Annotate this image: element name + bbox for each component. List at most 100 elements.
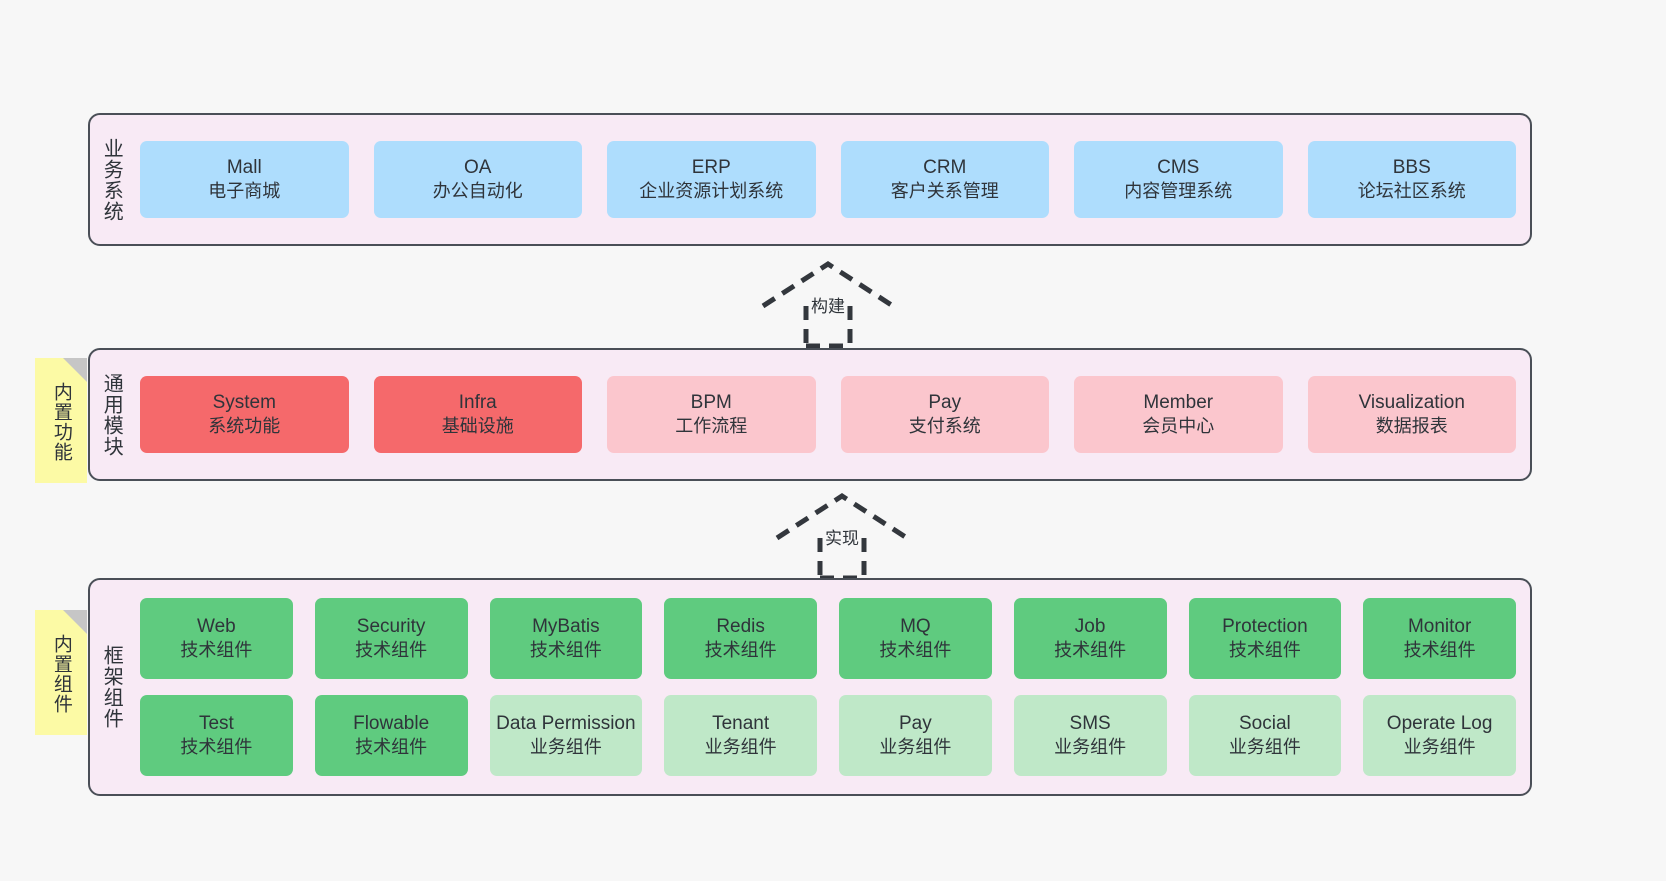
- card-subtitle: 技术组件: [704, 640, 777, 661]
- card-cms[interactable]: CMS 内容管理系统: [1074, 141, 1283, 218]
- card-title: Tenant: [712, 712, 770, 734]
- card-mybatis[interactable]: MyBatis 技术组件: [489, 598, 643, 679]
- note-label: 内置功能: [50, 381, 72, 462]
- card-row: System 系统功能 Infra 基础设施 BPM 工作流程 Pay 支付系统…: [140, 376, 1516, 453]
- card-title: Monitor: [1407, 615, 1472, 637]
- note-builtin-components: 内置组件: [35, 610, 87, 735]
- card-title: Pay: [899, 712, 932, 734]
- card-title: BPM: [690, 391, 732, 413]
- card-title: Pay: [928, 391, 962, 413]
- card-title: Job: [1074, 615, 1106, 637]
- card-erp[interactable]: ERP 企业资源计划系统: [607, 141, 816, 218]
- card-title: Redis: [716, 615, 765, 637]
- layer-title-business-systems: 业务系统: [100, 137, 123, 222]
- card-subtitle: 客户关系管理: [890, 181, 999, 202]
- card-tenant[interactable]: Tenant 业务组件: [664, 695, 817, 776]
- connector-implement: 实现: [772, 492, 912, 581]
- card-web[interactable]: Web 技术组件: [140, 598, 293, 679]
- card-title: Operate Log: [1386, 712, 1493, 734]
- note-builtin-functions: 内置功能: [35, 358, 87, 483]
- connector-label-build: 构建: [811, 297, 845, 316]
- card-sms[interactable]: SMS 业务组件: [1013, 695, 1167, 776]
- card-title: Member: [1143, 391, 1214, 413]
- card-subtitle: 技术组件: [180, 737, 253, 758]
- card-subtitle: 技术组件: [355, 640, 428, 661]
- card-subtitle: 业务组件: [1403, 737, 1476, 758]
- card-oa[interactable]: OA 办公自动化: [373, 141, 582, 218]
- card-subtitle: 技术组件: [355, 737, 428, 758]
- card-subtitle: 业务组件: [529, 736, 602, 757]
- card-title: MyBatis: [532, 615, 600, 637]
- card-pay-component[interactable]: Pay 业务组件: [839, 695, 992, 776]
- note-fold-corner-icon: [63, 610, 87, 634]
- layer-business-systems: 业务系统 Mall 电子商城 OA 办公自动化 ERP 企业资源计划系统 CRM…: [88, 113, 1532, 246]
- layer-body-business-systems: Mall 电子商城 OA 办公自动化 ERP 企业资源计划系统 CRM 客户关系…: [132, 115, 1530, 244]
- card-title: Protection: [1222, 615, 1308, 637]
- arrowhead-triangle-open: [761, 261, 895, 309]
- card-title: Test: [198, 712, 234, 734]
- card-subtitle: 技术组件: [1403, 640, 1476, 661]
- card-pay-module[interactable]: Pay 支付系统: [840, 376, 1049, 453]
- card-flowable[interactable]: Flowable 技术组件: [314, 695, 468, 776]
- card-row: Test 技术组件 Flowable 技术组件 Data Permission …: [140, 695, 1516, 776]
- card-title: System: [212, 391, 276, 413]
- connector-label-implement: 实现: [825, 529, 859, 548]
- card-system[interactable]: System 系统功能: [140, 376, 349, 453]
- card-subtitle: 企业资源计划系统: [639, 181, 784, 202]
- card-subtitle: 业务组件: [1054, 737, 1127, 758]
- card-title: Mall: [226, 156, 262, 178]
- card-title: BBS: [1392, 156, 1431, 178]
- card-subtitle: 内容管理系统: [1124, 181, 1233, 202]
- card-data-permission[interactable]: Data Permission 业务组件: [489, 695, 643, 776]
- layer-body-framework-components: Web 技术组件 Security 技术组件 MyBatis 技术组件 Redi…: [132, 580, 1530, 794]
- layer-common-modules: 通用模块 System 系统功能 Infra 基础设施 BPM 工作流程 Pay…: [88, 348, 1532, 481]
- card-subtitle: 论坛社区系统: [1357, 181, 1466, 202]
- card-subtitle: 会员中心: [1142, 416, 1215, 437]
- card-crm[interactable]: CRM 客户关系管理: [840, 141, 1049, 218]
- layer-title-common-modules: 通用模块: [100, 372, 123, 457]
- card-title: CMS: [1157, 156, 1200, 178]
- arrowhead-triangle-open: [775, 493, 909, 541]
- card-subtitle: 技术组件: [180, 640, 253, 661]
- card-infra[interactable]: Infra 基础设施: [373, 376, 582, 453]
- card-security[interactable]: Security 技术组件: [314, 598, 468, 679]
- card-redis[interactable]: Redis 技术组件: [664, 598, 817, 679]
- card-operate-log[interactable]: Operate Log 业务组件: [1363, 695, 1516, 776]
- card-bbs[interactable]: BBS 论坛社区系统: [1307, 141, 1516, 218]
- card-subtitle: 业务组件: [1228, 737, 1301, 758]
- card-subtitle: 技术组件: [1228, 640, 1301, 661]
- card-visualization[interactable]: Visualization 数据报表: [1307, 376, 1516, 453]
- card-protection[interactable]: Protection 技术组件: [1188, 598, 1342, 679]
- card-title: MQ: [900, 615, 931, 637]
- card-mall[interactable]: Mall 电子商城: [140, 141, 349, 218]
- card-subtitle: 办公自动化: [432, 181, 523, 202]
- card-mq[interactable]: MQ 技术组件: [839, 598, 992, 679]
- note-fold-corner-icon: [63, 358, 87, 382]
- card-subtitle: 电子商城: [208, 181, 281, 202]
- card-title: Flowable: [353, 712, 430, 734]
- card-member[interactable]: Member 会员中心: [1074, 376, 1283, 453]
- card-title: OA: [464, 156, 492, 178]
- card-row: Mall 电子商城 OA 办公自动化 ERP 企业资源计划系统 CRM 客户关系…: [140, 141, 1516, 218]
- card-job[interactable]: Job 技术组件: [1013, 598, 1167, 679]
- card-title: ERP: [691, 156, 731, 178]
- card-subtitle: 业务组件: [879, 737, 952, 758]
- card-test[interactable]: Test 技术组件: [140, 695, 293, 776]
- card-title: CRM: [923, 156, 967, 178]
- note-label: 内置组件: [50, 633, 72, 714]
- card-subtitle: 基础设施: [441, 416, 514, 437]
- card-title: Visualization: [1358, 391, 1465, 413]
- card-bpm[interactable]: BPM 工作流程: [607, 376, 816, 453]
- layer-title-framework-components: 框架组件: [100, 645, 123, 729]
- layer-body-common-modules: System 系统功能 Infra 基础设施 BPM 工作流程 Pay 支付系统…: [132, 350, 1530, 479]
- card-subtitle: 技术组件: [879, 640, 952, 661]
- card-monitor[interactable]: Monitor 技术组件: [1363, 598, 1516, 679]
- card-row: Web 技术组件 Security 技术组件 MyBatis 技术组件 Redi…: [140, 598, 1516, 679]
- card-title: Data Permission: [496, 713, 636, 735]
- card-social[interactable]: Social 业务组件: [1188, 695, 1342, 776]
- card-subtitle: 数据报表: [1375, 416, 1448, 437]
- card-subtitle: 支付系统: [908, 416, 981, 437]
- card-subtitle: 系统功能: [208, 416, 281, 437]
- card-title: SMS: [1069, 712, 1111, 734]
